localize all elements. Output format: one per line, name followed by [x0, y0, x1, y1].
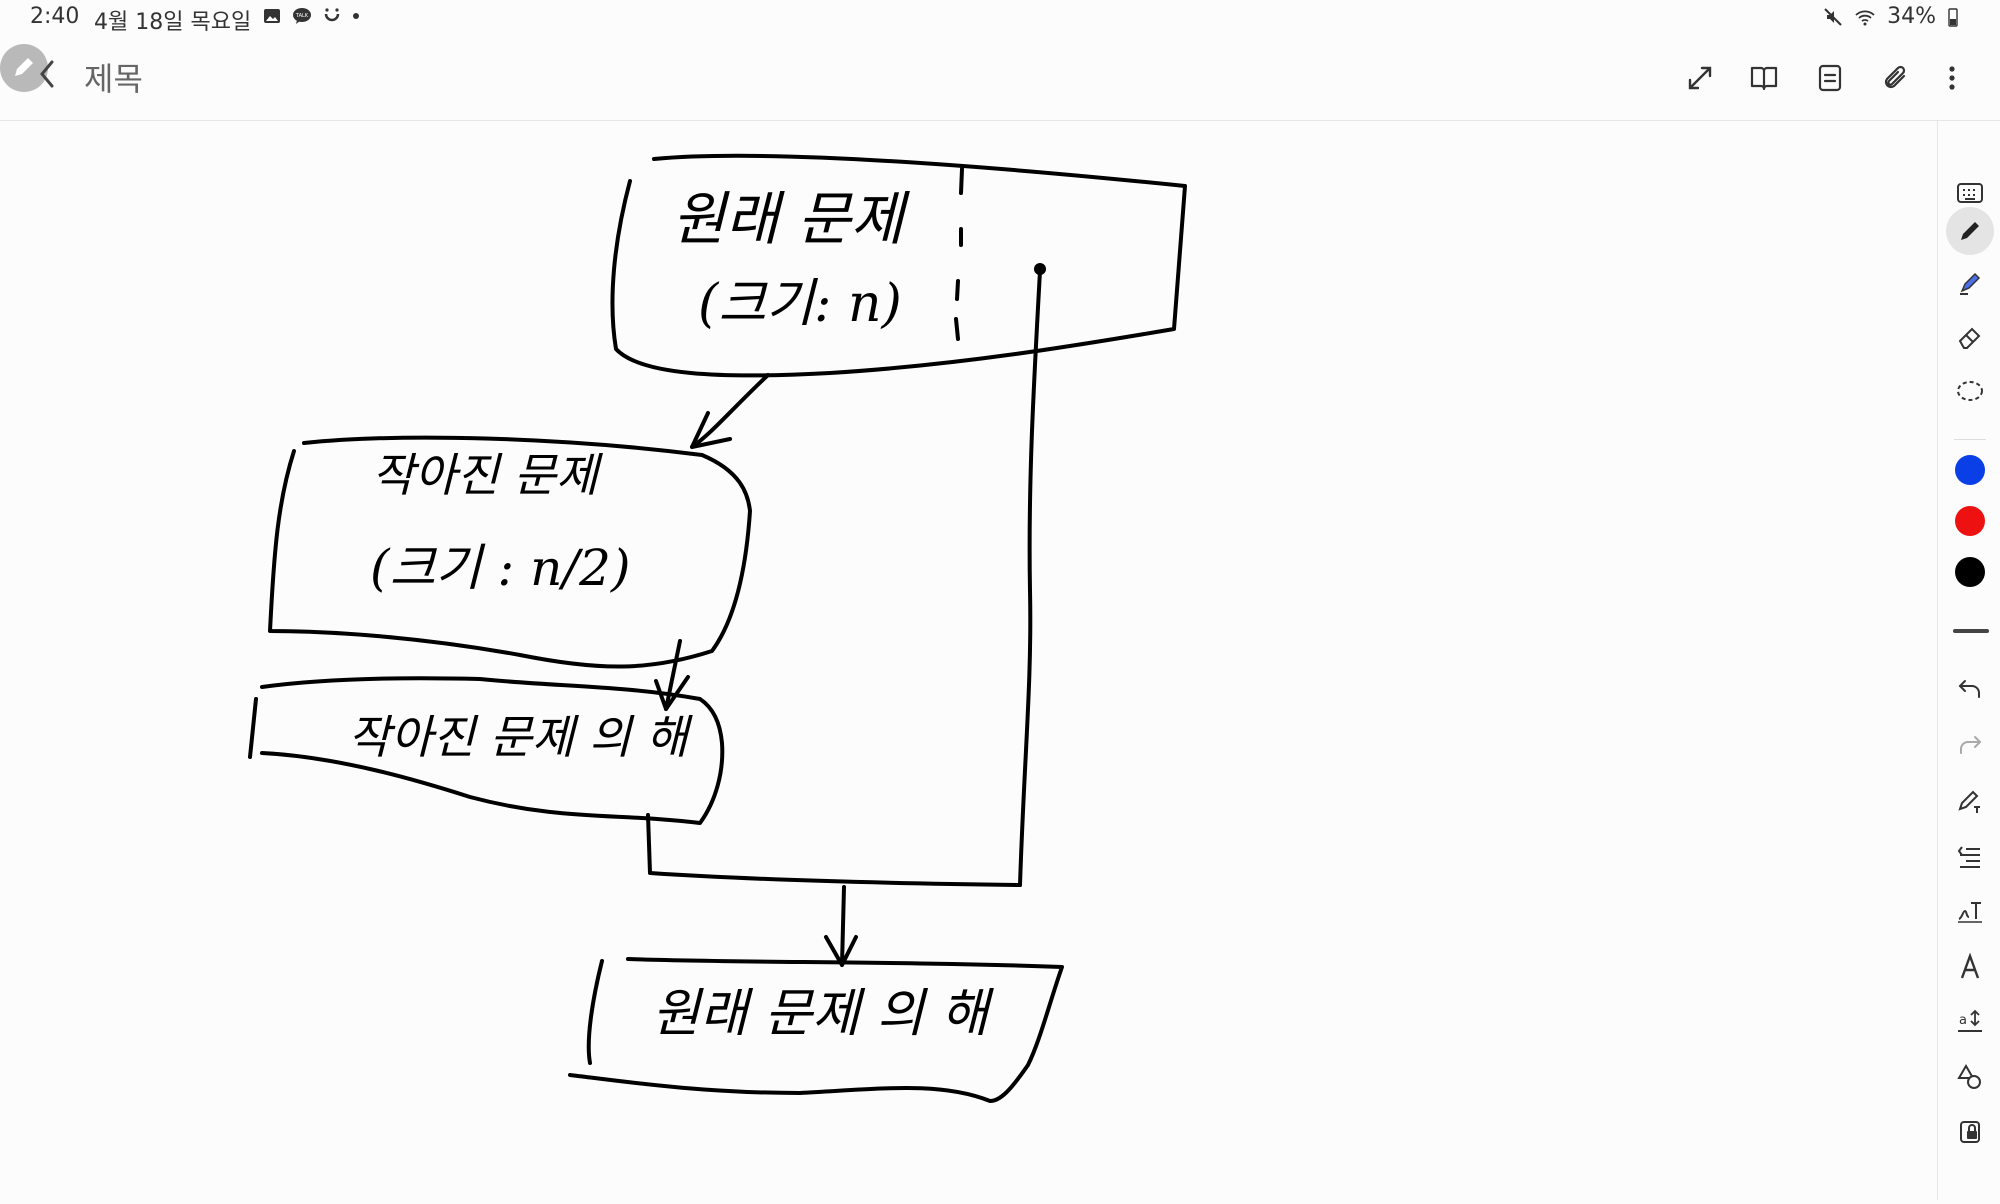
pen-toolbar: a [1937, 121, 2000, 1200]
talk-icon: TALK [293, 8, 311, 24]
lasso-icon [1957, 381, 1983, 401]
redo-button[interactable] [1950, 725, 1990, 765]
box1-text-line2: (크기: n) [698, 274, 902, 334]
dashed-divider [954, 167, 964, 341]
gallery-icon [264, 9, 280, 23]
chevron-left-icon [40, 60, 54, 88]
status-time: 2:40 [30, 4, 80, 29]
lock-icon [1960, 1121, 1980, 1143]
wifi-icon [1855, 10, 1875, 25]
notification-icons: TALK [262, 6, 360, 26]
battery-percent: 34% [1887, 4, 1936, 29]
handwriting-text-icon [1958, 902, 1982, 923]
box2-text-line2: (크기 : n/2) [370, 539, 631, 597]
attach-button[interactable] [1876, 58, 1916, 98]
svg-text:TALK: TALK [295, 13, 309, 19]
pencil-icon [15, 58, 33, 76]
expand-icon [1688, 66, 1712, 90]
text-layout-button[interactable] [1950, 837, 1990, 877]
box-smaller-solution [248, 676, 725, 825]
undo-button[interactable] [1950, 669, 1990, 709]
note-header: 제목 [0, 36, 2000, 121]
more-notifications-dot [353, 13, 359, 19]
highlighter-tool-button[interactable] [1950, 263, 1990, 303]
eraser-tool-button[interactable] [1950, 317, 1990, 357]
shapes-button[interactable] [1950, 1057, 1990, 1097]
text-spacing-icon: a [1958, 1009, 1982, 1032]
text-style-icon [1960, 953, 1980, 979]
box-original-problem [610, 153, 1187, 378]
highlighter-icon [1960, 272, 1981, 295]
color-swatch-blue[interactable] [1955, 455, 1985, 485]
pen-icon [1961, 222, 1979, 240]
page-view-button[interactable] [1810, 58, 1850, 98]
box-smaller-problem [268, 435, 752, 669]
text-style-button[interactable] [1950, 947, 1990, 987]
arrow-to-box3 [654, 639, 690, 711]
combine-line [646, 813, 1022, 887]
arrow-to-box2 [690, 373, 770, 449]
text-layout-icon [1957, 846, 1980, 868]
box-original-solution [568, 957, 1064, 1103]
keyboard-icon [1957, 183, 1983, 203]
drawing-canvas[interactable]: 원래 문제 (크기: n) 작아진 문제 (크기 : n/2) 작아진 문제 의… [0, 121, 1936, 1200]
lasso-tool-button[interactable] [1950, 371, 1990, 411]
color-swatch-red[interactable] [1955, 506, 1985, 536]
book-icon [1750, 66, 1778, 91]
pen-to-text-icon [1958, 790, 1980, 813]
box1-text-line1: 원래 문제 [672, 185, 911, 253]
shapes-icon [1957, 1064, 1981, 1089]
box4-text: 원래 문제 의 해 [652, 984, 995, 1044]
eraser-icon [1958, 327, 1981, 349]
lock-button[interactable] [1950, 1111, 1990, 1151]
handwritten-diagram: 원래 문제 (크기: n) 작아진 문제 (크기 : n/2) 작아진 문제 의… [248, 153, 1187, 1103]
pen-to-text-button[interactable] [1950, 781, 1990, 821]
pen-thickness-indicator[interactable] [1953, 629, 1989, 633]
back-button[interactable] [32, 54, 62, 94]
paperclip-icon [1884, 65, 1906, 89]
more-options-button[interactable] [1932, 58, 1972, 98]
box2-text-line1: 작아진 문제 [372, 448, 604, 502]
pen-tool-button[interactable] [1946, 207, 1994, 255]
note-title[interactable]: 제목 [84, 60, 143, 98]
line-right-path [1018, 269, 1042, 887]
more-vertical-icon [1949, 66, 1955, 90]
status-right: 34% [1823, 4, 1958, 29]
reading-mode-button[interactable] [1744, 58, 1784, 98]
line-start-dot [1034, 263, 1046, 275]
battery-icon [1948, 7, 1958, 27]
edit-mode-button[interactable] [0, 44, 48, 92]
redo-icon [1960, 736, 1982, 754]
keyboard-button[interactable] [1950, 173, 1990, 213]
arrow-to-box4 [824, 885, 858, 967]
status-bar: 2:40 4월 18일 목요일 TALK 34% [0, 0, 2000, 36]
mute-icon [1824, 7, 1842, 26]
smile-icon [324, 8, 340, 22]
handwriting-text-button[interactable] [1950, 891, 1990, 931]
fullscreen-button[interactable] [1680, 58, 1720, 98]
document-icon [1818, 64, 1842, 92]
text-spacing-button[interactable]: a [1950, 1001, 1990, 1041]
color-swatch-black[interactable] [1955, 557, 1985, 587]
box3-text: 작아진 문제 의 해 [348, 710, 693, 764]
svg-text:a: a [1959, 1013, 1967, 1028]
status-date: 4월 18일 목요일 [94, 10, 252, 35]
undo-icon [1958, 680, 1980, 698]
